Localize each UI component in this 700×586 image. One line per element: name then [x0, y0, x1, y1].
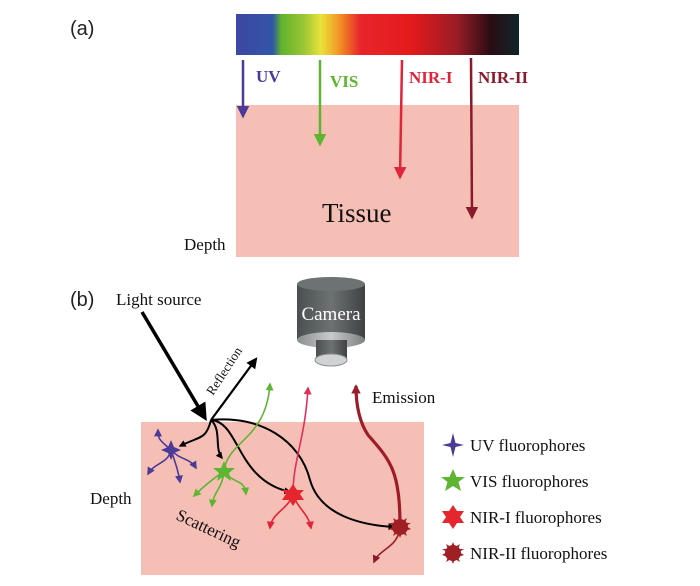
- legend-uv-icon: [442, 433, 464, 457]
- nir-ii-band-label: NIR-II: [478, 68, 528, 87]
- legend-vis-label: VIS fluorophores: [470, 472, 589, 491]
- panel-b-label: (b): [70, 289, 94, 311]
- panel-a-label: (a): [70, 18, 94, 40]
- reflection-label: Reflection: [203, 344, 245, 398]
- emission-label: Emission: [372, 388, 436, 407]
- legend: UV fluorophores VIS fluorophores NIR-I f…: [441, 433, 607, 564]
- vis-band-label: VIS: [330, 72, 358, 91]
- tissue-label: Tissue: [322, 198, 392, 228]
- nir-ii-penetration-arrow: [465, 57, 479, 220]
- legend-nir-ii-icon: [442, 542, 464, 564]
- incident-light-arrow: [140, 311, 207, 422]
- camera-label: Camera: [301, 304, 361, 325]
- depth-label-b: Depth: [90, 489, 132, 508]
- uv-fluorophore-icon: [161, 440, 181, 460]
- spectrum-bar: [236, 14, 519, 55]
- legend-nir-i-icon: [442, 505, 464, 529]
- nir-ii-fluorophore-icon: [389, 516, 411, 538]
- nir-i-penetration-arrow: [393, 59, 407, 180]
- light-source-label: Light source: [116, 290, 201, 309]
- nir-i-band-label: NIR-I: [409, 68, 453, 87]
- vis-fluorophore-icon: [213, 461, 235, 481]
- depth-label-a: Depth: [184, 235, 226, 254]
- legend-nir-ii-label: NIR-II fluorophores: [470, 544, 607, 563]
- scattering-paths: [178, 418, 396, 531]
- uv-band-label: UV: [256, 67, 281, 86]
- legend-uv-label: UV fluorophores: [470, 436, 585, 455]
- tissue-block-a: [236, 105, 519, 257]
- legend-nir-i-label: NIR-I fluorophores: [470, 508, 602, 527]
- nir-i-fluorophore-icon: [282, 484, 304, 506]
- camera-icon: [297, 277, 365, 367]
- reflection-arrow: [210, 357, 258, 421]
- legend-vis-icon: [441, 469, 465, 491]
